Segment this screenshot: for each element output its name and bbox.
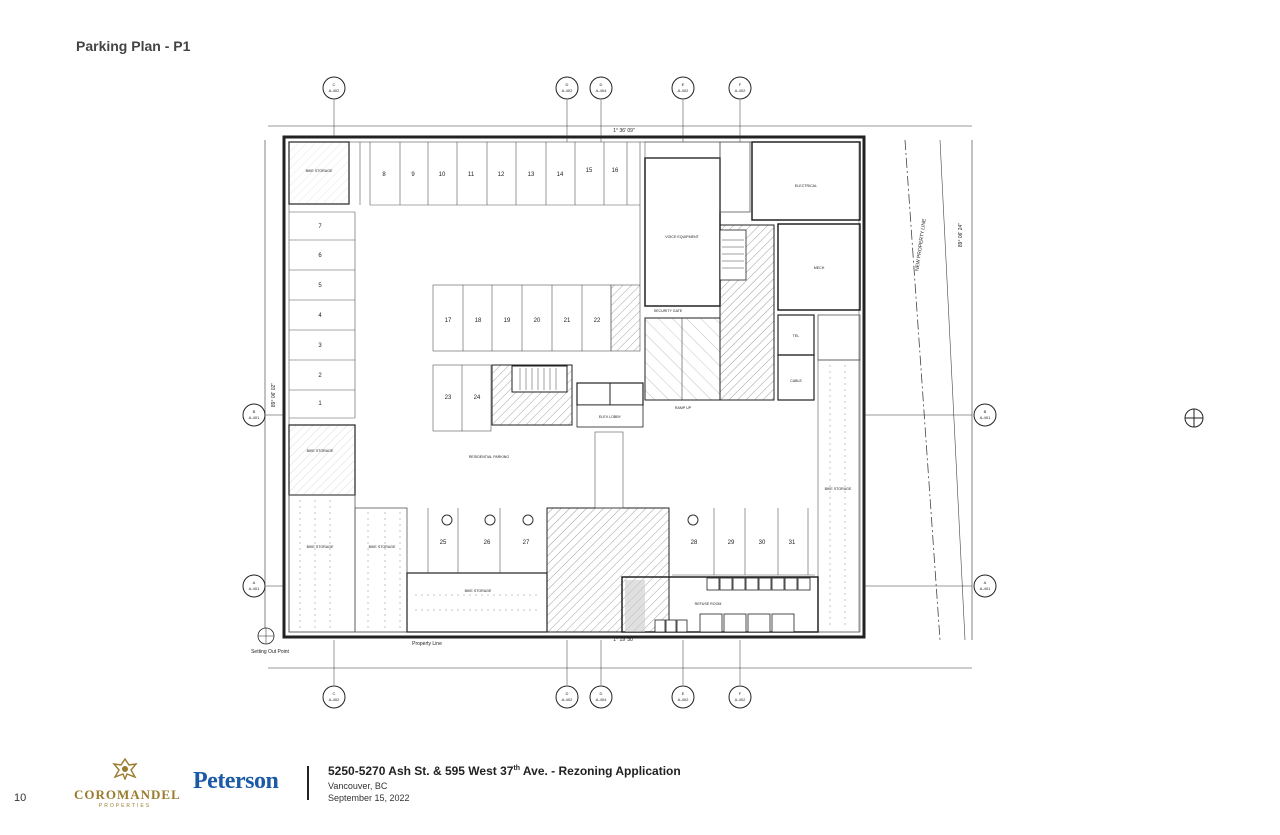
room-bike-storage-bottom: BIKE STORAGE — [465, 589, 492, 593]
stall-14: 14 — [557, 172, 564, 178]
stall-23: 23 — [445, 395, 452, 401]
stall-28: 28 — [691, 540, 698, 546]
stall-3: 3 — [318, 343, 322, 349]
project-title-sup: th — [513, 765, 521, 772]
grid-bottom-d1-sheet: A-402 — [562, 697, 573, 702]
room-bike-storage-right: BIKE STORAGE — [825, 487, 852, 491]
room-bike-storage-left: BIKE STORAGE — [307, 449, 334, 453]
project-city: Vancouver, BC — [328, 781, 388, 791]
grid-right-b-letter: B — [984, 409, 987, 414]
stall-10: 10 — [439, 172, 446, 178]
coromandel-wordmark: COROMANDEL — [74, 787, 181, 802]
stall-13: 13 — [528, 172, 535, 178]
grid-bottom-d2-sheet: A-404 — [596, 697, 607, 702]
stall-24: 24 — [474, 395, 481, 401]
room-tel: TEL — [793, 334, 800, 338]
grid-top-c-sheet: A-402 — [329, 88, 340, 93]
property-line-label: Property Line — [412, 641, 442, 647]
stall-8: 8 — [382, 172, 386, 178]
project-date: September 15, 2022 — [328, 793, 410, 803]
stall-27: 27 — [523, 540, 530, 546]
setting-out-point-label: Setting Out Point — [251, 649, 289, 655]
page-title: Parking Plan - P1 — [76, 38, 191, 54]
stall-5: 5 — [318, 283, 322, 289]
stall-26: 26 — [484, 540, 491, 546]
grid-bottom-c-sheet: A-402 — [329, 697, 340, 702]
room-residential-parking: RESIDENTIAL PARKING — [469, 455, 510, 459]
dim-left: 89° 06' 02" — [271, 383, 277, 407]
room-elevator-lobby: ELEV LOBBY — [599, 415, 622, 419]
grid-left-b-sheet: A-401 — [249, 415, 260, 420]
stall-2: 2 — [318, 373, 322, 379]
stall-25: 25 — [440, 540, 447, 546]
grid-top-d2-letter: D — [600, 82, 603, 87]
grid-top-d1-letter: D — [566, 82, 569, 87]
grid-left-b-letter: B — [253, 409, 256, 414]
grid-right-a-sheet: A-401 — [980, 586, 991, 591]
dim-bottom: 1° 19' 30" — [613, 637, 635, 643]
grid-left-a-sheet: A-401 — [249, 586, 260, 591]
dim-right: 89° 06' 24" — [958, 223, 964, 247]
footer-divider — [307, 766, 309, 800]
grid-right-b-sheet: A-401 — [980, 415, 991, 420]
page-number: 10 — [14, 792, 27, 804]
stall-16: 16 — [612, 168, 619, 174]
project-title-part-2: Ave. - Rezoning Application — [520, 764, 681, 778]
room-refuse: REFUSE ROOM — [695, 602, 722, 606]
project-title-part-1: 5250-5270 Ash St. & 595 West 37 — [328, 764, 514, 778]
stall-29: 29 — [728, 540, 735, 546]
grid-top-f-letter: F — [739, 82, 742, 87]
stall-19: 19 — [504, 318, 511, 324]
stall-20: 20 — [534, 318, 541, 324]
stall-4: 4 — [318, 313, 322, 319]
stall-11: 11 — [468, 172, 475, 178]
grid-bottom-c-letter: C — [333, 691, 336, 696]
grid-bottom-d1-letter: D — [566, 691, 569, 696]
grid-top-e-letter: E — [682, 82, 685, 87]
stall-17: 17 — [445, 318, 452, 324]
grid-top-d1-sheet: A-402 — [562, 88, 573, 93]
stall-7: 7 — [318, 224, 322, 230]
grid-bottom-e-letter: E — [682, 691, 685, 696]
stall-31: 31 — [789, 540, 796, 546]
room-mech: MECH — [814, 266, 825, 270]
stall-18: 18 — [475, 318, 482, 324]
stall-9: 9 — [411, 172, 415, 178]
grid-bottom-e-sheet: A-402 — [678, 697, 689, 702]
stall-30: 30 — [759, 540, 766, 546]
room-electrical: ELECTRICAL — [795, 184, 817, 188]
grid-top-c-letter: C — [333, 82, 336, 87]
security-gate-label: SECURITY GATE — [654, 309, 683, 313]
room-cable: CABLE — [790, 379, 802, 383]
room-bike-storage-mid: BIKE STORAGE — [369, 545, 396, 549]
ramp-label: RAMP UP — [675, 406, 692, 410]
coromandel-logo: COROMANDEL PROPERTIES — [74, 757, 181, 809]
project-info: 5250-5270 Ash St. & 595 West 37th Ave. -… — [328, 764, 681, 803]
coromandel-emblem-icon — [112, 757, 138, 781]
grid-left-a-letter: A — [253, 580, 256, 585]
grid-bottom-d2-letter: D — [600, 691, 603, 696]
stall-12: 12 — [498, 172, 505, 178]
new-property-line-label: NEW PROPERTY LINE — [914, 218, 927, 272]
stall-6: 6 — [318, 253, 322, 259]
room-bike-storage-top: BIKE STORAGE — [306, 169, 333, 173]
coromandel-subtitle: PROPERTIES — [98, 803, 152, 809]
peterson-logo: Peterson — [193, 768, 279, 794]
grid-top-e-sheet: A-402 — [678, 88, 689, 93]
dim-top: 1° 36' 09" — [613, 128, 635, 134]
stall-21: 21 — [564, 318, 571, 324]
stall-15: 15 — [586, 168, 593, 174]
stall-1: 1 — [318, 401, 322, 407]
grid-top-d2-sheet: A-404 — [596, 88, 607, 93]
grid-bottom-f-sheet: A-402 — [735, 697, 746, 702]
grid-top-f-sheet: A-402 — [735, 88, 746, 93]
grid-right-a-letter: A — [984, 580, 987, 585]
building-outline — [282, 135, 866, 639]
room-voice-equipment: VOICE EQUIPMENT — [665, 235, 699, 239]
project-title: 5250-5270 Ash St. & 595 West 37th Ave. -… — [328, 764, 681, 778]
stall-22: 22 — [594, 318, 601, 324]
room-bike-storage-lower: BIKE STORAGE — [307, 545, 334, 549]
grid-bottom-f-letter: F — [739, 691, 742, 696]
